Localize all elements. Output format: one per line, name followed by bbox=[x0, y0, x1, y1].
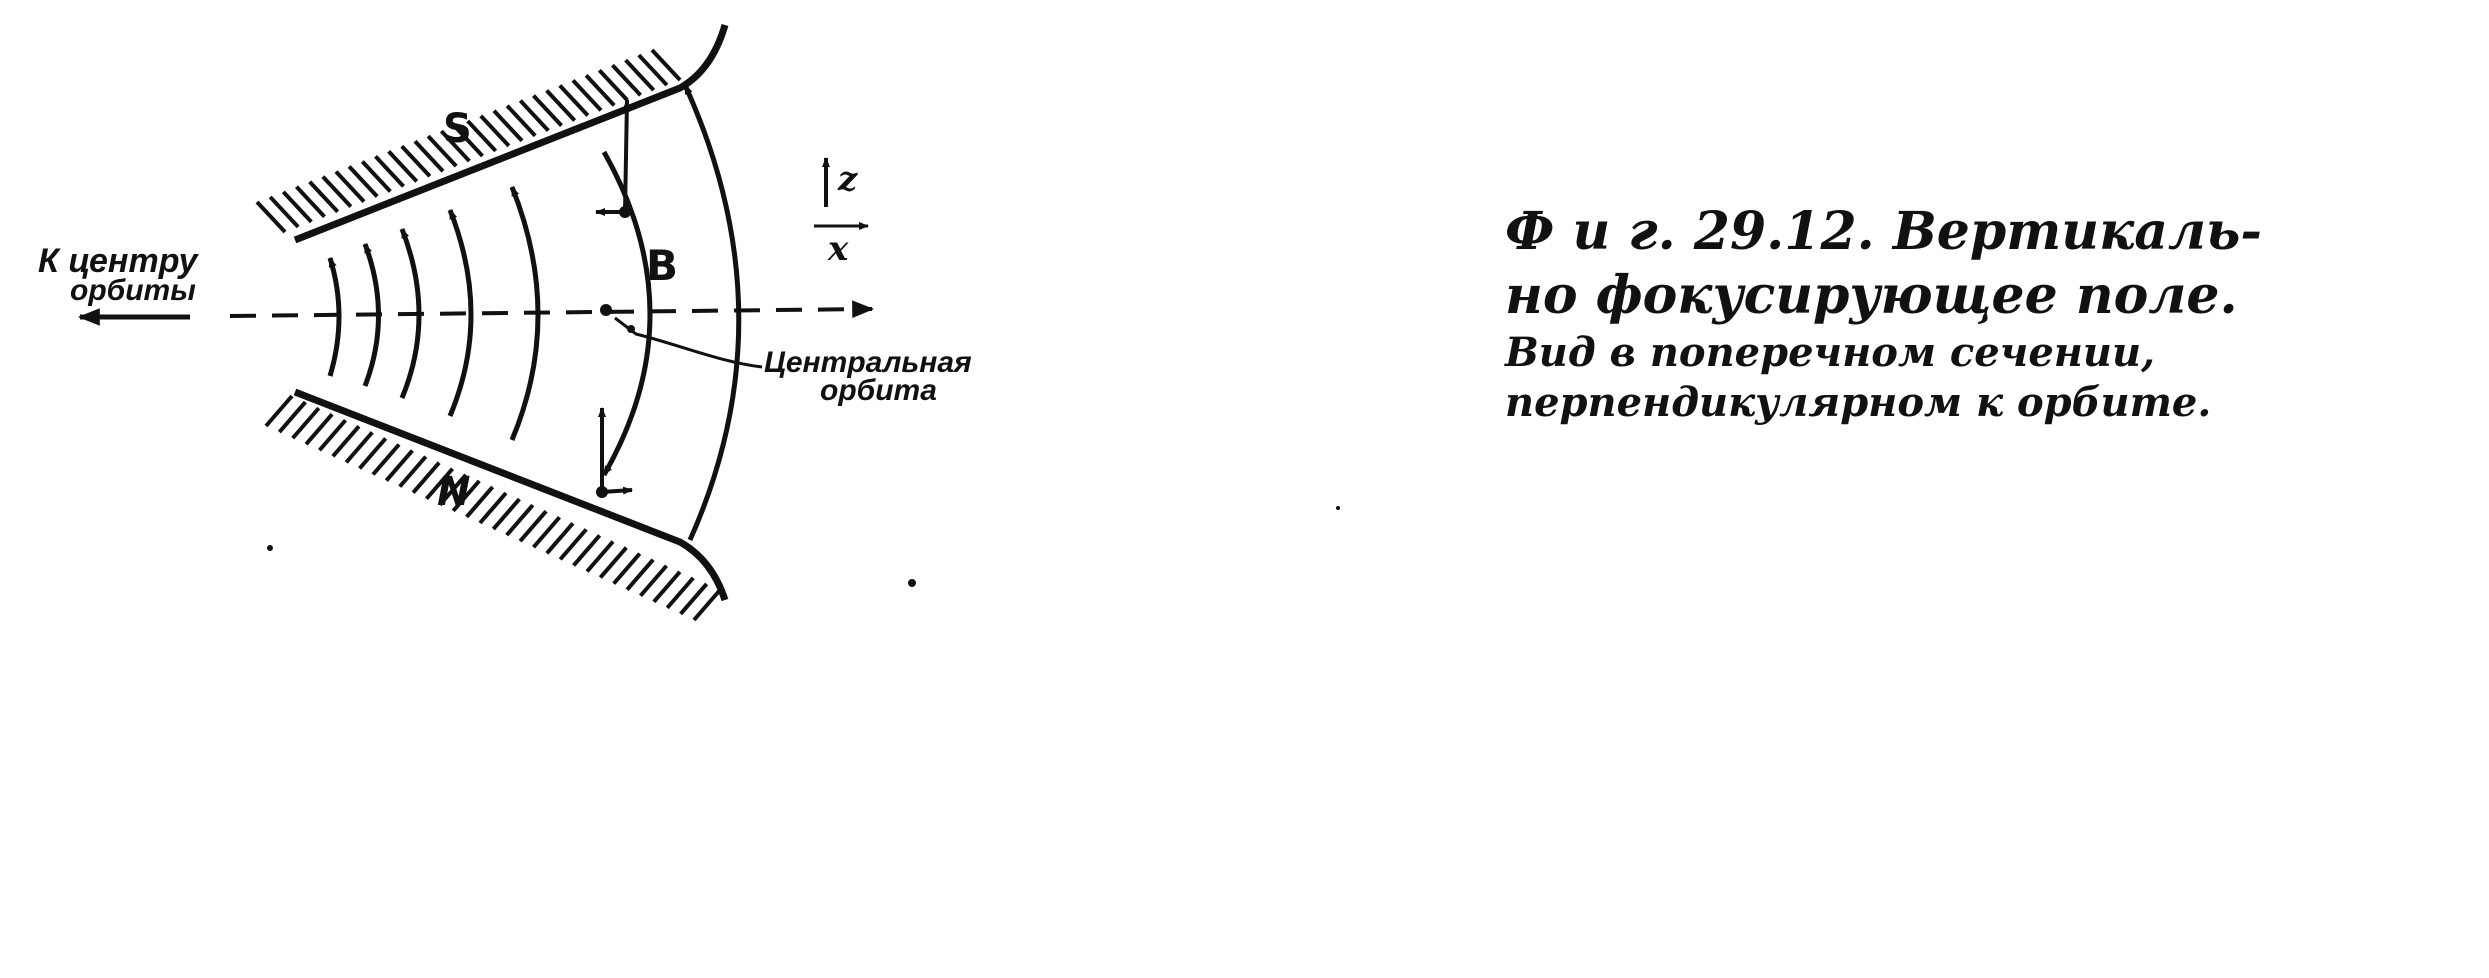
hatch-stroke bbox=[255, 200, 287, 234]
hatch-stroke bbox=[426, 134, 458, 168]
median-plane-dashed bbox=[229, 300, 875, 319]
axis-z-label: z bbox=[837, 159, 858, 199]
hatch-stroke bbox=[268, 195, 300, 229]
central-orbit-point bbox=[600, 304, 612, 316]
hatch-stroke bbox=[665, 576, 695, 610]
hatch-stroke bbox=[612, 552, 642, 585]
hatch-stroke bbox=[387, 149, 419, 183]
field-line bbox=[682, 83, 742, 542]
hatch-stroke bbox=[650, 48, 682, 82]
hatch-stroke bbox=[624, 58, 656, 92]
hatch-stroke bbox=[374, 155, 405, 188]
print-speck bbox=[1336, 506, 1340, 510]
hatch-stroke bbox=[531, 515, 562, 549]
hatch-stroke bbox=[438, 473, 468, 507]
hatch-stroke bbox=[398, 455, 428, 488]
hatch-stroke bbox=[400, 144, 432, 178]
hatch-stroke bbox=[692, 588, 722, 622]
hatch-stroke bbox=[308, 180, 340, 214]
hatch-stroke bbox=[492, 109, 524, 143]
field-line bbox=[327, 257, 342, 377]
hatch-stroke bbox=[334, 170, 366, 203]
hatch-stroke bbox=[505, 104, 537, 138]
hatch-stroke bbox=[518, 509, 548, 543]
to-center-label-line1: К центру bbox=[38, 242, 200, 280]
pole-n-face bbox=[264, 388, 729, 622]
hatch-stroke bbox=[264, 394, 294, 428]
hatch-stroke bbox=[478, 491, 508, 525]
hatch-stroke bbox=[584, 73, 616, 107]
hatch-stroke bbox=[597, 68, 629, 102]
hatch-stroke bbox=[638, 564, 669, 598]
hatch-stroke bbox=[277, 400, 307, 434]
hatch-stroke bbox=[295, 185, 326, 219]
hatch-stroke bbox=[347, 165, 379, 198]
hatch-stroke bbox=[453, 124, 484, 158]
force-point-bottom bbox=[596, 486, 608, 498]
diagram: S N B z x К центру орбиты Центральная ор… bbox=[38, 24, 1340, 622]
force-point-top bbox=[619, 206, 631, 218]
pole-s-label: S bbox=[443, 106, 472, 152]
hatch-stroke bbox=[571, 79, 603, 112]
hatch-stroke bbox=[625, 558, 655, 591]
hatch-stroke bbox=[558, 84, 590, 117]
hatch-stroke bbox=[652, 570, 682, 604]
hatch-stroke bbox=[505, 503, 535, 537]
hatch-stroke bbox=[344, 431, 374, 464]
hatch-stroke bbox=[572, 534, 602, 567]
hatch-stroke bbox=[360, 160, 392, 193]
pole-n-label: N bbox=[437, 469, 470, 515]
hatch-stroke bbox=[466, 119, 498, 153]
hatch-stroke bbox=[317, 418, 348, 452]
central-orbit-label-line2: орбита bbox=[820, 374, 937, 407]
field-b-label: B bbox=[646, 241, 678, 290]
hatch-stroke bbox=[281, 190, 313, 224]
hatch-stroke bbox=[637, 53, 669, 87]
hatch-stroke bbox=[291, 406, 321, 440]
hatch-stroke bbox=[371, 443, 401, 476]
hatch-stroke bbox=[545, 522, 575, 555]
caption-line: но фокусирующее поле. bbox=[1505, 265, 2238, 326]
central-orbit-label-line1: Центральная bbox=[764, 346, 972, 379]
axis-x-label: x bbox=[827, 229, 849, 269]
hatch-stroke bbox=[558, 528, 588, 561]
pole-s-face bbox=[255, 24, 729, 244]
hatch-stroke bbox=[413, 139, 445, 173]
hatch-stroke bbox=[532, 94, 563, 127]
hatch-stroke bbox=[304, 412, 334, 446]
figure-caption: Ф и г. 29.12. Вертикаль- но фокусирующее… bbox=[1505, 200, 2465, 428]
hatch-stroke bbox=[465, 485, 495, 519]
hatch-stroke bbox=[479, 114, 511, 148]
hatch-stroke bbox=[331, 425, 361, 458]
hatch-stroke bbox=[321, 175, 353, 209]
caption-line: Ф и г. 29.12. Вертикаль- bbox=[1505, 201, 2262, 262]
hatch-stroke bbox=[358, 437, 388, 470]
central-orbit-leader bbox=[614, 316, 763, 369]
field-line bbox=[447, 209, 474, 417]
hatch-stroke bbox=[439, 129, 471, 163]
hatch-stroke bbox=[424, 467, 455, 501]
print-speck bbox=[267, 545, 273, 551]
hatch-stroke bbox=[384, 449, 414, 482]
hatch-stroke bbox=[451, 479, 481, 513]
hatch-stroke bbox=[598, 546, 628, 579]
field-line bbox=[509, 186, 541, 441]
caption-line: перпендикулярном к орбите. bbox=[1505, 379, 2212, 426]
force-arrow-up-top bbox=[622, 99, 631, 213]
caption-line: Вид в поперечном сечении, bbox=[1505, 329, 2156, 376]
hatch-stroke bbox=[411, 461, 441, 494]
hatch-stroke bbox=[545, 89, 577, 122]
hatch-stroke bbox=[585, 540, 615, 573]
hatch-stroke bbox=[518, 99, 550, 133]
hatch-stroke bbox=[679, 582, 709, 616]
to-center-label-line2: орбиты bbox=[70, 274, 196, 307]
hatch-stroke bbox=[491, 497, 521, 531]
print-speck bbox=[908, 579, 916, 587]
hatch-stroke bbox=[611, 63, 642, 97]
